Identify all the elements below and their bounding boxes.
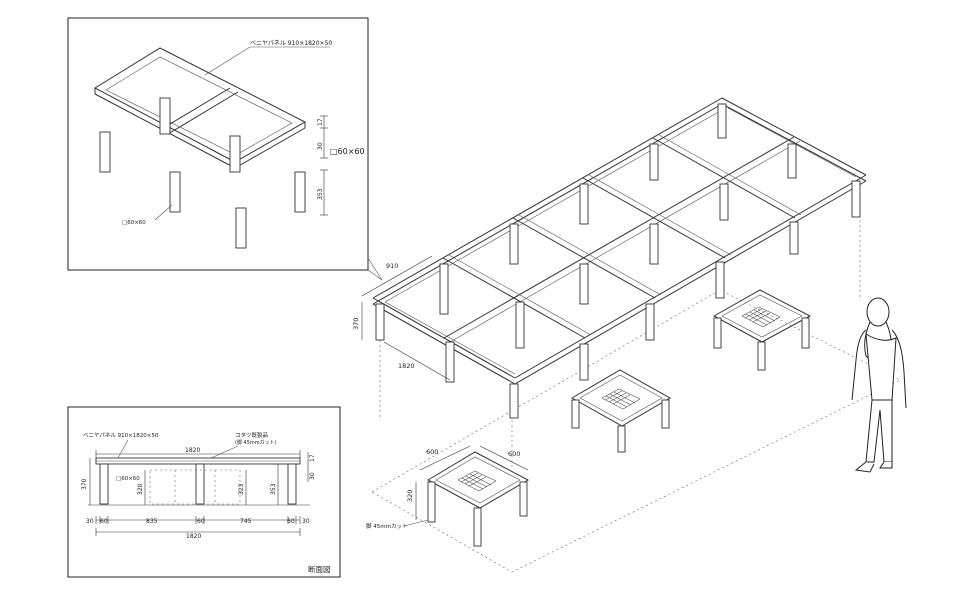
section-panel-label: ベニヤパネル 910×1820×50 bbox=[83, 432, 159, 439]
section-width-top: 1820 bbox=[185, 447, 200, 454]
bottom-dim: 60 bbox=[197, 518, 205, 525]
section-leg bbox=[287, 463, 297, 505]
post-upper bbox=[229, 135, 241, 173]
bottom-dim: 30 bbox=[86, 518, 94, 525]
detail-dim-353: 353 bbox=[317, 188, 324, 200]
section-post-size: □60×60 bbox=[116, 476, 140, 482]
heater-grid bbox=[460, 472, 492, 490]
section-panel: 断面図 ベニヤパネル 910×1820×50 1820 コタツ既製品 (脚 45… bbox=[67, 406, 341, 578]
main-legs bbox=[375, 103, 861, 419]
leg-cut-label: 脚 45mmカット bbox=[366, 522, 407, 530]
plywood-panel-frame bbox=[93, 47, 307, 169]
section-dim-17: 17 bbox=[309, 454, 316, 462]
bottom-dim: 835 bbox=[146, 518, 158, 525]
post-loose bbox=[99, 131, 111, 173]
bottom-dim: 30 bbox=[302, 518, 310, 525]
main-dim-370: 370 bbox=[352, 318, 360, 330]
section-dim-320: 320 bbox=[137, 483, 144, 495]
detail-post-size-small: □60×60 bbox=[122, 220, 146, 226]
section-dim-323: 323 bbox=[238, 483, 245, 495]
panel-leader bbox=[204, 46, 251, 76]
floor-footprint bbox=[371, 289, 901, 573]
section-width-total: 1820 bbox=[186, 533, 201, 540]
main-dim-1820: 1820 bbox=[398, 362, 415, 370]
bottom-dim: 745 bbox=[240, 518, 252, 525]
bottom-dim: 60 bbox=[287, 518, 295, 525]
person-figure bbox=[851, 297, 907, 473]
bottom-dim: 60 bbox=[100, 518, 108, 525]
detail-dim-30: 30 bbox=[317, 142, 324, 150]
post-loose bbox=[294, 171, 306, 213]
section-title: 断面図 bbox=[308, 564, 331, 574]
kotatsu-table-front bbox=[426, 451, 530, 547]
table-dim-600-b: 600 bbox=[508, 450, 520, 458]
exploded-detail-panel: ベニヤパネル 910×1820×50 17 30 □60×60 353 □60×… bbox=[67, 17, 383, 281]
section-leg bbox=[195, 463, 205, 505]
section-dim-370: 370 bbox=[81, 478, 88, 490]
section-leg bbox=[99, 463, 109, 505]
post-loose bbox=[235, 207, 247, 249]
main-dim-910: 910 bbox=[386, 262, 398, 270]
detail-dim-17: 17 bbox=[317, 118, 324, 126]
detail-panel-label: ベニヤパネル 910×1820×50 bbox=[250, 40, 332, 47]
section-dim-30: 30 bbox=[309, 472, 316, 480]
detail-post-size-large: □60×60 bbox=[330, 147, 365, 156]
kotatsu-outline bbox=[149, 469, 241, 505]
kotatsu-table-back bbox=[712, 289, 812, 371]
detail-frame bbox=[67, 17, 369, 271]
post-loose bbox=[169, 171, 181, 213]
kotatsu-label: コタツ既製品 bbox=[235, 431, 269, 439]
table-dim-600-a: 600 bbox=[426, 448, 438, 456]
table-dim-320: 320 bbox=[406, 490, 414, 502]
main-assembly: 910 370 1820 600 600 320 bbox=[352, 97, 907, 573]
kotatsu-leg-cut-label: (脚 45mmカット) bbox=[235, 439, 277, 446]
kotatsu-table-middle bbox=[570, 369, 672, 453]
callout-pointer bbox=[367, 257, 383, 281]
post-upper bbox=[159, 97, 171, 135]
section-dim-353: 353 bbox=[270, 483, 277, 495]
section-frame bbox=[67, 406, 341, 578]
bottom-dim-ticks bbox=[95, 516, 301, 524]
panel-grid bbox=[372, 97, 867, 385]
